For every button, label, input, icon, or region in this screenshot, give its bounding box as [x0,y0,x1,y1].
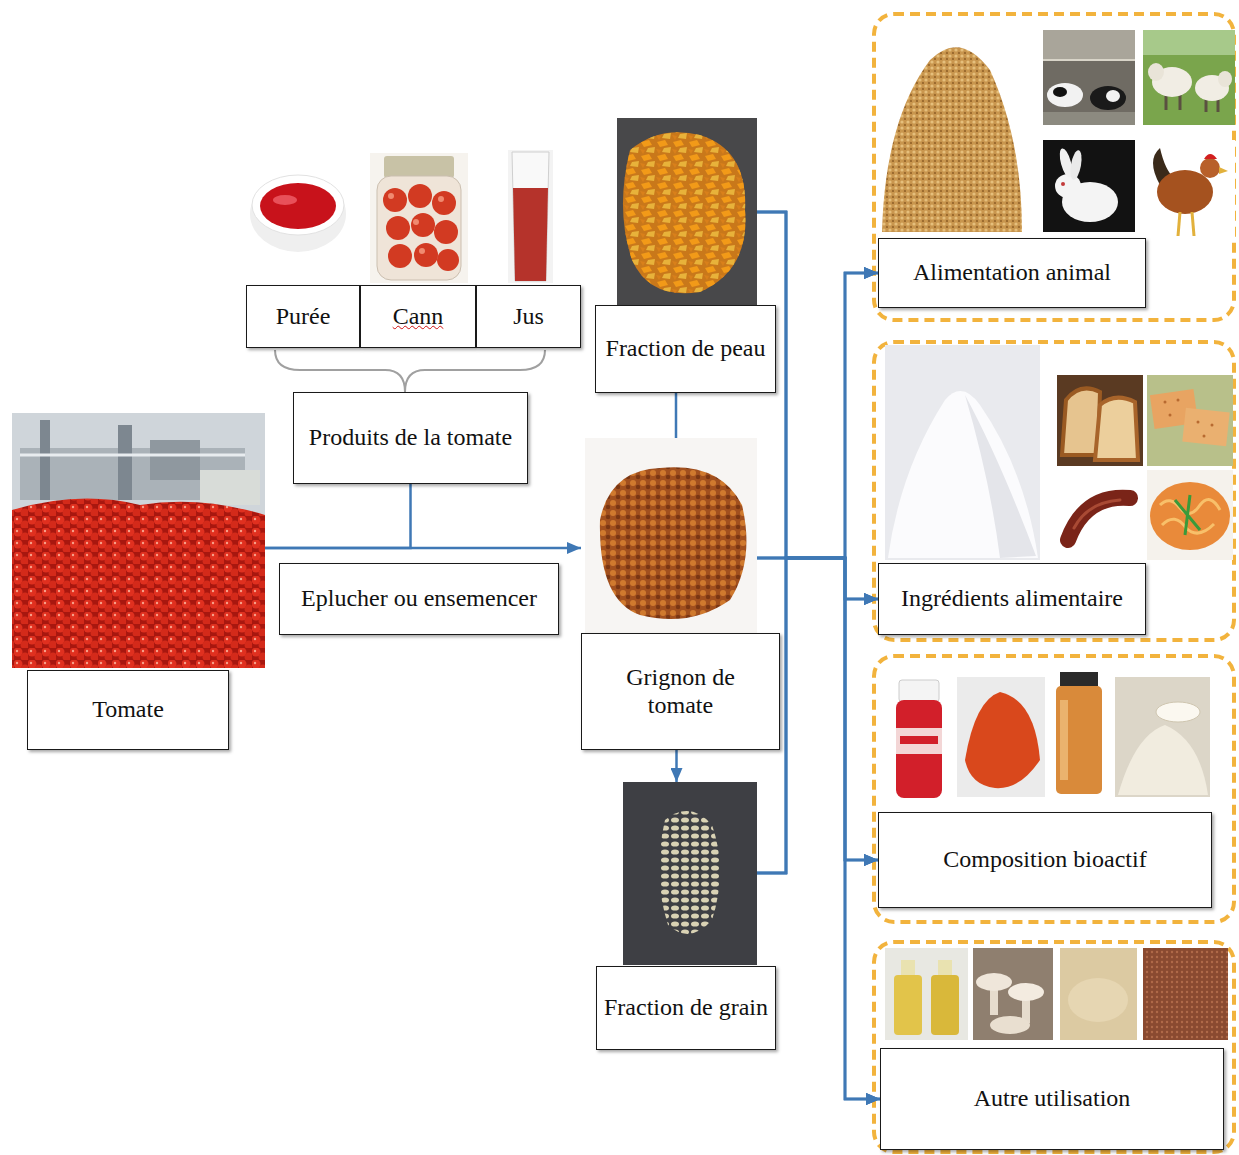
product-box: Purée [246,285,360,348]
node-label: Grignon de tomate [596,664,765,719]
label-box: Eplucher ou ensemencer [279,563,559,635]
group-frames [874,14,1234,1152]
food-ingredient-photos [885,345,1233,560]
pomace-photo [585,438,757,633]
use-box: Composition bioactif [878,812,1212,908]
tomato-field-photo [12,413,265,668]
other-use-photos [885,948,1228,1040]
juice-glass-photo [508,150,553,283]
product-box: Jus [476,285,581,348]
seed-photo [623,782,757,965]
fraction-box: Grignon de tomate [581,438,757,750]
node-label: Alimentation animal [913,259,1111,287]
use-box: Autre utilisation [880,1048,1224,1150]
use-box: Alimentation animal [878,238,1146,308]
use-box: Ingrédients alimentaire [878,563,1146,635]
node-label: Jus [513,303,544,331]
connector [675,750,678,782]
animal-feed-photos [878,30,1235,240]
label-box: Fraction de peau [595,305,776,393]
label-box: Produits de la tomate [293,392,528,484]
label-box: Purée [246,285,360,348]
product-box: Cann [360,285,476,348]
process-box: Eplucher ou ensemencer [279,563,559,635]
connector [757,558,878,599]
puree-bowl-photo [250,175,346,252]
peel-photo [617,118,757,305]
label-box: Grignon de tomate [581,633,780,750]
connector [757,212,878,599]
group-box: Produits de la tomate [293,392,528,484]
connector [675,393,678,438]
node-label: Tomate [92,696,164,724]
node-label: Purée [276,303,331,331]
label-box: Jus [476,285,581,348]
bioactive-photos [893,670,1210,800]
label-box: Cann [360,285,476,348]
fraction-box: Fraction de grain [596,782,757,1050]
node-label: Cann [393,303,444,331]
brace [275,350,545,392]
node-label: Ingrédients alimentaire [901,585,1123,613]
label-box: Ingrédients alimentaire [878,563,1146,635]
node-label: Fraction de grain [604,994,768,1022]
canned-tomato-jar-photo [370,153,468,283]
source-box: Tomate [12,413,265,750]
label-box: Composition bioactif [878,812,1212,908]
label-box: Autre utilisation [880,1048,1224,1150]
node-label: Fraction de peau [606,335,766,363]
node-label: Produits de la tomate [309,424,512,452]
node-label: Eplucher ou ensemencer [301,585,537,613]
label-box: Tomate [27,670,229,750]
label-box: Alimentation animal [878,238,1146,308]
node-label: Composition bioactif [943,846,1146,874]
label-box: Fraction de grain [596,966,776,1050]
fraction-box: Fraction de peau [595,118,757,393]
node-label: Autre utilisation [974,1085,1131,1113]
connector [265,484,411,548]
